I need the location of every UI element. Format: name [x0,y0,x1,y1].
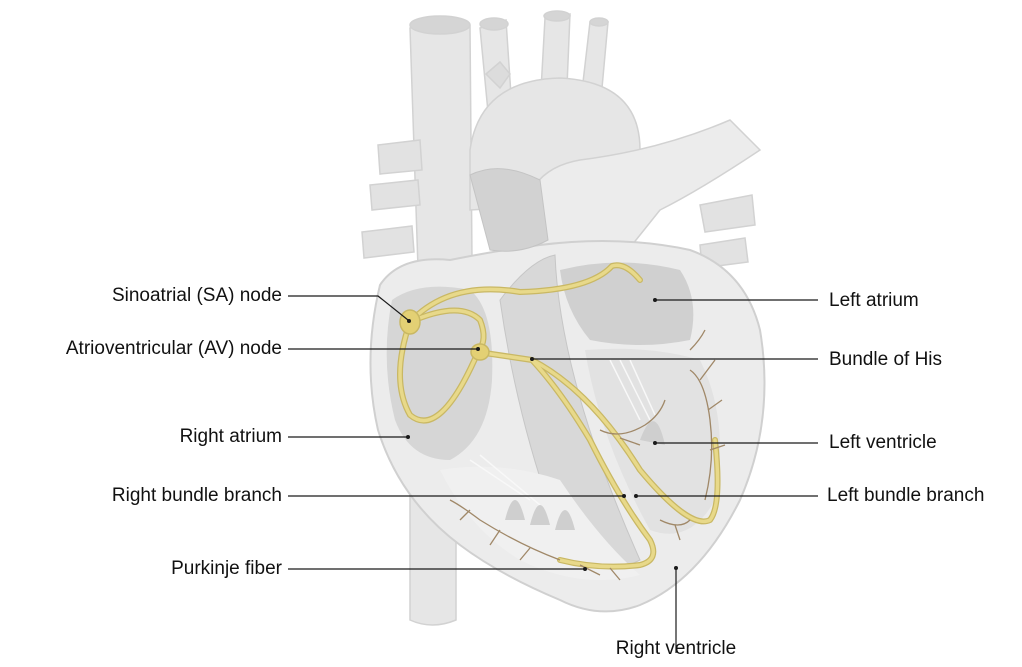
label-sa-node: Sinoatrial (SA) node [112,285,282,307]
label-right-bundle-branch: Right bundle branch [112,485,282,507]
label-av-node: Atrioventricular (AV) node [66,338,282,360]
label-right-ventricle: Right ventricle [600,638,752,660]
label-left-bundle-branch: Left bundle branch [827,485,984,507]
label-bundle-of-his: Bundle of His [829,349,942,371]
label-right-atrium: Right atrium [180,426,282,448]
label-left-atrium: Left atrium [829,290,919,312]
label-purkinje-fiber: Purkinje fiber [171,558,282,580]
label-left-ventricle: Left ventricle [829,432,937,454]
